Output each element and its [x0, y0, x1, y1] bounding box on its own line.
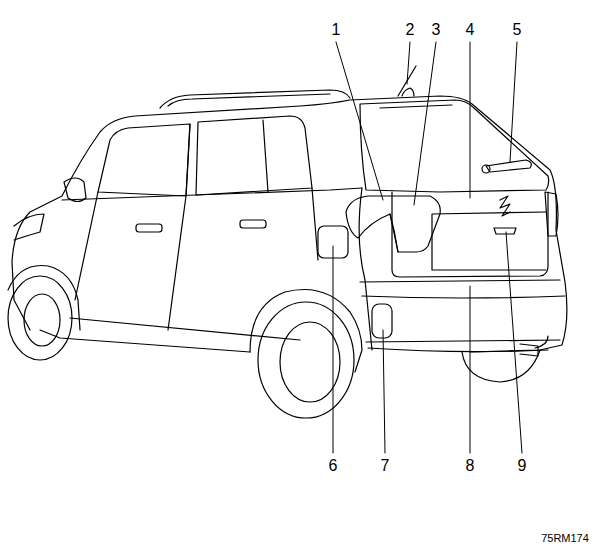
- callout-number: 5: [512, 22, 523, 38]
- callout-number: 6: [328, 458, 339, 474]
- callout-number: 7: [380, 458, 391, 474]
- callout-number: 4: [465, 22, 476, 38]
- callout-number: 8: [465, 458, 476, 474]
- callout-number: 1: [331, 22, 342, 38]
- reference-code: 75RM174: [540, 533, 590, 544]
- callout-number: 2: [405, 22, 416, 38]
- callout-number: 9: [517, 458, 528, 474]
- callout-number: 3: [431, 22, 442, 38]
